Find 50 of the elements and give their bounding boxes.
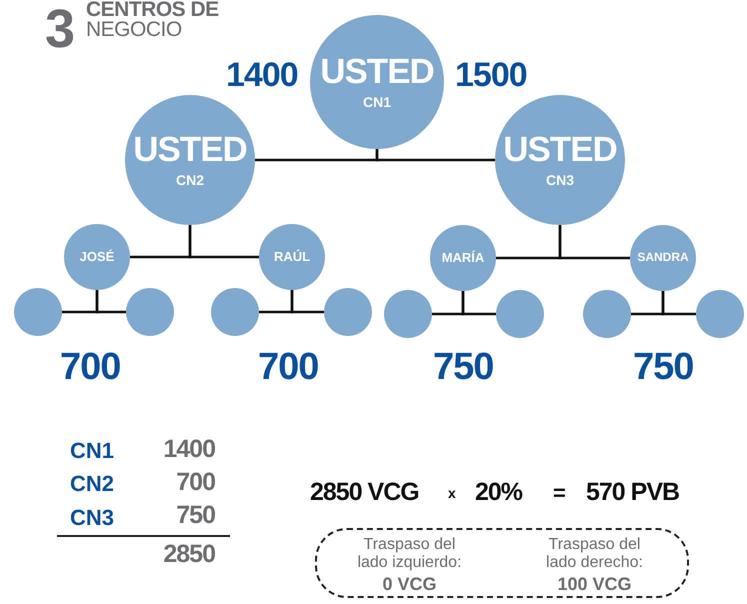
member-circle: [14, 288, 62, 336]
person-name: USTED: [133, 132, 247, 167]
amount: 750: [175, 503, 215, 528]
amount: 700: [60, 348, 122, 386]
center-code: CN2: [70, 473, 116, 495]
center-code: CN1: [70, 440, 116, 462]
amount: 1400: [162, 437, 215, 462]
amount: 700: [258, 348, 320, 386]
center-code: CN2: [176, 172, 204, 188]
person-name: USTED: [320, 54, 434, 89]
amount: 750: [633, 348, 694, 386]
member-circle: [211, 288, 259, 336]
connector-line: [558, 225, 630, 260]
title: CENTROS DE NEGOCIO: [86, 0, 220, 40]
person-name: JOSÉ: [80, 250, 114, 264]
center-code: CN3: [70, 507, 116, 529]
member-circle: [696, 290, 744, 338]
center-code: CN1: [362, 94, 391, 110]
transfer-note: Traspaso del lado izquierdo:: [356, 536, 463, 573]
equals-sign: =: [553, 482, 567, 504]
connector-line: [462, 291, 496, 316]
connector-line: [188, 225, 259, 258]
connector-line: [290, 290, 324, 314]
member-circle: [583, 290, 631, 338]
title-number: 3: [45, 2, 74, 56]
transfer-note: Traspaso del lado derecho:: [545, 536, 644, 573]
member-circle: [324, 288, 372, 336]
connector-line: [376, 149, 495, 162]
amount: 700: [175, 470, 215, 495]
total-amount: 2850: [162, 542, 215, 567]
transfer-amount: 0 VCG: [381, 574, 438, 596]
person-name: MARÍA: [442, 250, 484, 266]
center-code: CN3: [546, 172, 574, 188]
member-circle: [126, 288, 174, 336]
member-circle: [384, 290, 432, 338]
person-name: RAÚL: [274, 250, 310, 264]
result-amount: 570 PVB: [586, 480, 680, 505]
amount: 1400: [226, 58, 299, 92]
transfer-amount: 100 VCG: [556, 574, 633, 596]
connector-line: [662, 291, 696, 316]
person-name: USTED: [503, 132, 617, 167]
amount: 750: [433, 348, 494, 386]
person-name: SANDRA: [637, 251, 689, 265]
dashed-rounded-box: [315, 528, 689, 598]
percentage: 20%: [475, 480, 524, 505]
multiply-sign: x: [448, 486, 457, 500]
member-circle: [496, 290, 544, 338]
amount: 1500: [455, 58, 528, 92]
volume-amount: 2850 VCG: [310, 480, 420, 505]
connector-line: [96, 290, 126, 314]
